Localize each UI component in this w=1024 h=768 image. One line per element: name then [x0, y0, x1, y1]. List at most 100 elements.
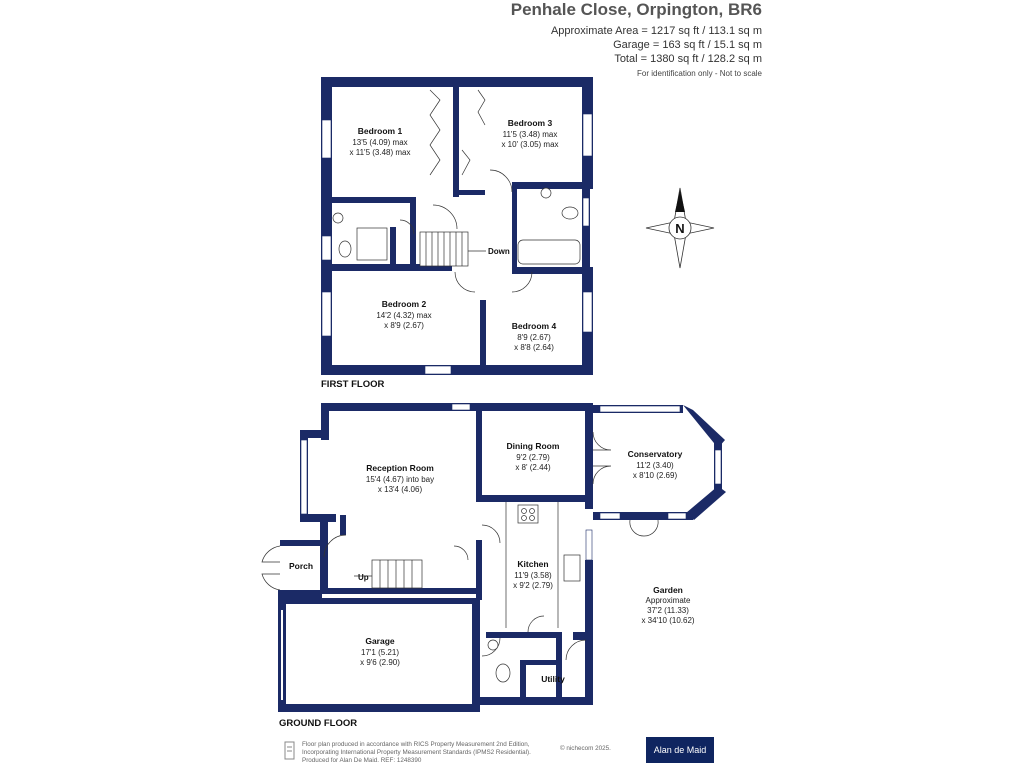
room-dims: x 8'9 (2.67)	[384, 321, 424, 330]
room-name: Reception Room	[366, 463, 434, 473]
room-dims: x 10' (3.05) max	[501, 140, 558, 149]
wall	[556, 632, 562, 702]
room-name: Bedroom 3	[508, 118, 553, 128]
footer-line: Incorporating International Property Mea…	[302, 749, 531, 756]
wall	[520, 660, 526, 700]
footer-line: Floor plan produced in accordance with R…	[302, 741, 530, 748]
window	[321, 235, 332, 261]
window	[424, 365, 452, 375]
room-dims: 8'9 (2.67)	[517, 333, 551, 342]
wall	[512, 267, 593, 274]
shower-tray	[356, 227, 388, 261]
window	[321, 119, 332, 159]
wall	[332, 197, 412, 203]
wall	[476, 697, 593, 705]
door	[454, 271, 476, 293]
room-dims: x 34'10 (10.62)	[641, 616, 694, 625]
window	[582, 197, 590, 227]
room-dims: 11'5 (3.48) max	[503, 130, 558, 139]
door	[261, 573, 281, 591]
window	[582, 113, 593, 157]
basin-icon	[332, 212, 344, 224]
room-dims: Approximate	[646, 596, 691, 605]
room-name: Dining Room	[507, 441, 560, 451]
wall	[512, 182, 593, 189]
wall	[286, 598, 476, 604]
hob-icon	[517, 504, 539, 524]
garage-area: Garage = 163 sq ft / 15.1 sq m	[613, 39, 762, 51]
wardrobe	[461, 149, 471, 176]
room-dims: 13'5 (4.09) max	[352, 138, 407, 147]
wall	[480, 300, 486, 370]
stairs-label: Down	[488, 247, 510, 256]
compass-icon: N	[645, 187, 715, 269]
wall	[410, 197, 416, 267]
room-name: Porch	[289, 561, 313, 571]
wall	[520, 660, 556, 665]
wall	[278, 704, 478, 712]
wall	[486, 632, 556, 638]
staircase	[419, 231, 469, 267]
wall	[321, 365, 593, 375]
room-name: Bedroom 1	[358, 126, 403, 136]
door	[481, 637, 501, 657]
door	[453, 545, 469, 561]
room-name: Bedroom 2	[382, 299, 427, 309]
room-dims: 14'2 (4.32) max	[376, 311, 431, 320]
copyright-credit: © nichecom 2025.	[560, 745, 611, 752]
conservatory-outline	[593, 405, 726, 537]
wall	[476, 495, 593, 502]
room-dims: x 11'5 (3.48) max	[350, 148, 411, 157]
compass-north-label: N	[675, 221, 684, 236]
basin-icon	[487, 639, 499, 651]
window	[451, 403, 471, 411]
room-dims: 17'1 (5.21)	[361, 648, 399, 657]
sink-icon	[563, 554, 581, 582]
room-dims: 15'4 (4.67) into bay	[366, 475, 434, 484]
door	[511, 271, 533, 293]
wall	[453, 87, 459, 197]
door	[432, 204, 458, 230]
wall	[585, 403, 593, 509]
door	[565, 639, 587, 661]
window	[582, 291, 593, 333]
window	[585, 529, 593, 561]
floor-label: FIRST FLOOR	[321, 379, 384, 390]
first-floor-plan: Down Bedroom 1 13'5 (4.09) max x 11'5 (3…	[321, 77, 593, 390]
door	[592, 465, 612, 485]
wall	[300, 514, 336, 522]
wall	[321, 403, 329, 440]
door	[527, 615, 545, 633]
toilet-icon	[561, 206, 579, 220]
door	[323, 534, 347, 558]
approximate-area: Approximate Area = 1217 sq ft / 113.1 sq…	[550, 25, 762, 37]
room-name: Conservatory	[628, 449, 683, 459]
room-name: Garden	[653, 585, 683, 595]
room-dims: 11'9 (3.58)	[514, 571, 552, 580]
wardrobe	[429, 89, 441, 176]
stairs-label: Up	[358, 573, 369, 582]
wall	[321, 77, 332, 374]
total-area: Total = 1380 sq ft / 128.2 sq m	[614, 53, 762, 65]
ground-floor-plan: Up Reception Room 15'4 (4.67) into bay x…	[261, 403, 726, 729]
room-name: Kitchen	[517, 559, 548, 569]
wall	[459, 190, 485, 195]
wall	[585, 632, 593, 704]
room-dims: x 13'4 (4.06)	[378, 485, 423, 494]
wall	[321, 77, 591, 87]
door	[481, 524, 501, 544]
toilet-icon	[495, 663, 511, 683]
door	[399, 219, 415, 235]
wall	[472, 598, 480, 712]
room-name: Utility	[541, 674, 565, 684]
wall	[582, 182, 590, 274]
wall	[476, 540, 482, 600]
wall	[300, 430, 329, 438]
room-dims: x 9'6 (2.90)	[360, 658, 400, 667]
footer-line: Produced for Alan De Maid. REF: 1248390	[302, 757, 422, 764]
room-dims: 11'2 (3.40)	[636, 461, 674, 470]
door	[261, 545, 281, 563]
brand-logo: Alan de Maid	[646, 737, 714, 763]
window	[300, 439, 308, 515]
wall	[328, 588, 476, 594]
